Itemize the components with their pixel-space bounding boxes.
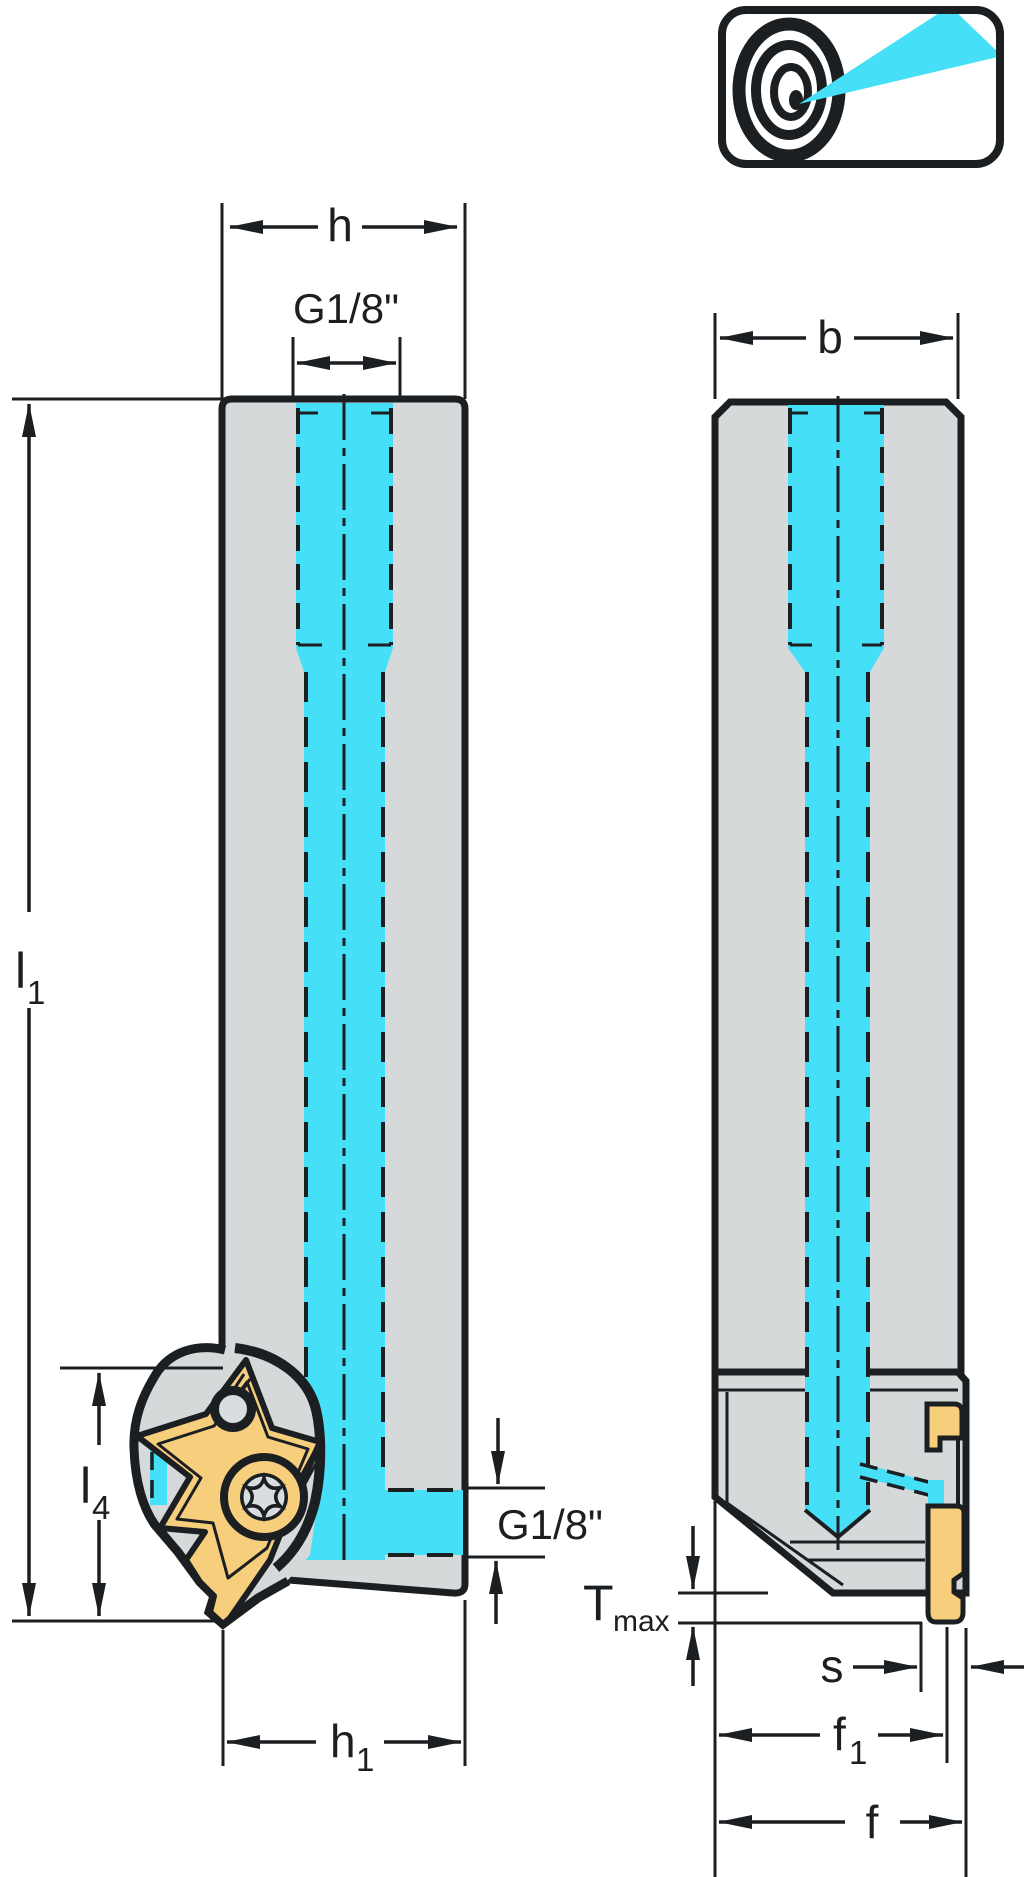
dim-label-port-bottom: G1/8" [497, 1501, 603, 1548]
dim-label-h1-base: h [330, 1715, 356, 1767]
dimension-f1: f 1 [713, 1501, 949, 1877]
dim-label-h1-sub: 1 [356, 1741, 374, 1778]
coolant-channel-side [788, 396, 944, 1550]
cartridge-outline [129, 1343, 291, 1630]
dim-label-l1-base: l [15, 943, 26, 999]
coolant-exit-port-front [340, 1490, 463, 1555]
dim-label-l4-sub: 4 [92, 1489, 110, 1526]
side-view: b T max s f 1 [583, 311, 1024, 1877]
dimension-f: f [718, 1628, 968, 1877]
dimension-l4: l 4 [60, 1366, 223, 1617]
precision-coolant-target-icon [718, 6, 1004, 168]
coolant-beam [799, 14, 996, 104]
dim-label-l4-base: l [80, 1458, 91, 1514]
dim-label-thread-top: G1/8" [293, 285, 399, 332]
insert-top-tab [924, 1401, 965, 1453]
front-view: h G1/8" l 1 l 4 [12, 199, 603, 1778]
dim-label-f1-sub: 1 [849, 1734, 867, 1771]
dimension-l1: l 1 [12, 397, 223, 1623]
bore-dashes-side [805, 672, 870, 1505]
dimension-port-bottom: G1/8" [468, 1418, 603, 1624]
dimension-s: s [821, 1622, 1024, 1692]
dim-label-tmax-base: T [583, 1575, 614, 1631]
dimension-thread-top: G1/8" [291, 285, 402, 399]
target-ring-inner [770, 63, 812, 121]
insert-head-front [129, 1343, 326, 1630]
insert-blade [925, 1503, 967, 1625]
thread-dashes-side [788, 408, 884, 647]
dimension-h1: h 1 [221, 1600, 467, 1778]
dim-label-tmax-sub: max [613, 1605, 670, 1638]
dim-label-s: s [821, 1640, 844, 1692]
coolant-branch-side [859, 1462, 944, 1508]
dimension-h: h [220, 199, 467, 399]
insert-side [924, 1401, 967, 1625]
dimension-tmax: T max [583, 1526, 922, 1686]
torx-socket [241, 1471, 287, 1523]
dim-label-f1-base: f [833, 1708, 846, 1760]
bore-dashes-front [304, 672, 460, 1557]
dim-label-h: h [327, 199, 353, 251]
locating-pin [215, 1391, 251, 1427]
target-bullseye [789, 90, 803, 110]
thread-dashes-front [296, 408, 393, 647]
dim-label-l1-sub: 1 [27, 974, 45, 1011]
coolant-channel-front [296, 394, 463, 1565]
torx-screw-icon [220, 1453, 308, 1541]
dimension-b: b [713, 311, 960, 399]
dim-label-b: b [817, 311, 843, 363]
dim-label-f: f [866, 1796, 879, 1848]
pocket-coolant-outlet [150, 1450, 167, 1505]
star-insert-inner-line [156, 1380, 310, 1580]
